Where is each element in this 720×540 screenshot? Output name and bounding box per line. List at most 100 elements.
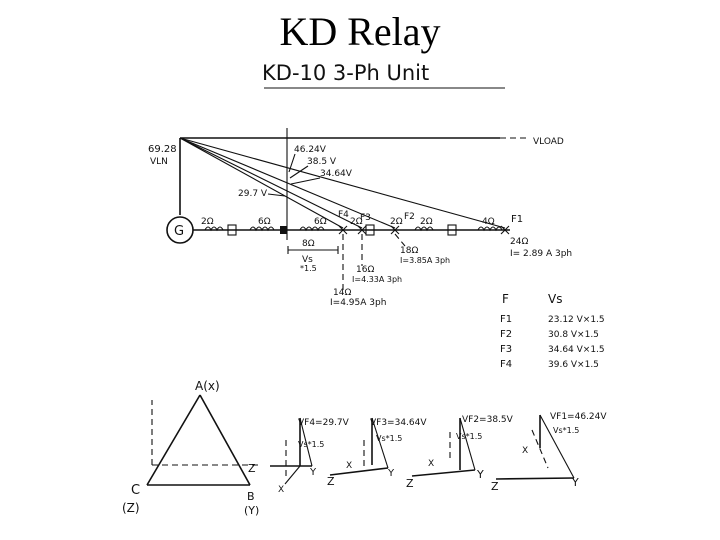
phasor-f1-to-y [539, 414, 575, 479]
imp-2a: 2Ω [201, 217, 214, 227]
level-38v: 38.5 V [307, 157, 337, 167]
phasor-ab [199, 394, 251, 486]
table-row-f2-f: F2 [500, 329, 512, 340]
fault-f2-mark [390, 225, 400, 235]
phasor-f2-vf-label: VF2=38.5V [462, 415, 514, 425]
table-row-f3-f: F3 [500, 344, 512, 355]
imp-8: 8Ω [302, 239, 315, 249]
vs-mult: *1.5 [300, 264, 317, 273]
phasor-f2-zline [411, 469, 476, 477]
phasor-f2-to-y [459, 417, 476, 471]
fault-f4-label: F4 [338, 210, 349, 220]
coil-2a [204, 226, 224, 232]
phasor-f2-y: Y [476, 468, 484, 481]
table-row-f2-vs: 30.8 V×1.5 [548, 330, 599, 340]
phasor-f4-vs-label: Vs*1.5 [298, 440, 324, 449]
table-row-f3-vs: 34.64 V×1.5 [548, 345, 605, 355]
phasor-f4-vf-label: VF4=29.7V [298, 418, 350, 428]
leader-38v [289, 165, 309, 179]
phasor-f2-x: X [428, 459, 434, 469]
drop-line-f4 [179, 137, 344, 229]
phasor-f1-vs-label: Vs*1.5 [553, 426, 579, 435]
phasor-ac [146, 394, 201, 486]
table-row-f4-f: F4 [500, 359, 512, 370]
phasor-f3-vf-label: VF3=34.64V [370, 418, 427, 428]
level-34v: 34.64V [320, 169, 353, 179]
phasor-f4-to-y [299, 417, 313, 467]
fault-f3-label: F3 [360, 213, 371, 223]
imp-2b: 2Ω [350, 217, 363, 227]
imp-4: 4Ω [482, 217, 495, 227]
phasor-f3-y: Y [387, 468, 395, 479]
table-row-f1-vs: 23.12 V×1.5 [548, 315, 605, 325]
fault-f3-mark [357, 225, 367, 235]
level-29v: 29.7 V [238, 189, 268, 199]
table-header-f: F [502, 292, 509, 306]
drop-line-f3 [179, 137, 363, 229]
phasor-b-label: B [247, 490, 255, 503]
leader-34v [290, 177, 321, 185]
phasor-f3-x: X [346, 461, 352, 471]
phasor-f3-zline [329, 467, 389, 476]
phasor-f4-z: Z [248, 462, 256, 475]
fault-f1-label: F1 [511, 214, 523, 225]
f1-impedance: 24Ω [510, 237, 528, 247]
coil-6a [249, 226, 275, 232]
f2-impedance: 18Ω [400, 246, 418, 256]
f2-leader [394, 233, 406, 247]
fault-f4-mark [338, 225, 348, 235]
load-label: VLOAD [533, 137, 564, 147]
table-row-f1-f: F1 [500, 314, 512, 325]
phasor-f1: VF1=46.24V Vs*1.5 X Y Z [491, 412, 607, 493]
phasor-b-sub: (Y) [244, 504, 259, 517]
generator-label: G [174, 224, 184, 239]
level-46v: 46.24V [294, 145, 327, 155]
source-label: VLN [150, 157, 168, 167]
table-header-vs: Vs [548, 292, 562, 306]
phasor-f1-z: Z [491, 480, 499, 493]
source-voltage: 69.28 [148, 144, 177, 155]
leader-46v [288, 153, 296, 173]
diagram-subtitle: KD-10 3-Ph Unit [262, 61, 429, 85]
table-row-f4-vs: 39.6 V×1.5 [548, 360, 599, 370]
phasor-f4-y: Y [309, 467, 317, 478]
breaker-2 [365, 224, 375, 236]
phasor-f3: VF3=34.64V Vs*1.5 X Y Z [327, 417, 427, 488]
phasor-f1-vf-label: VF1=46.24V [550, 412, 607, 422]
phasor-f4-x: X [278, 485, 284, 495]
drop-line-f1 [179, 137, 506, 229]
coil-2c [414, 226, 434, 232]
phasor-f2-z: Z [406, 477, 414, 490]
f2-current: I=3.85A 3ph [400, 256, 450, 265]
phasor-f2: VF2=38.5V Vs*1.5 X Y Z [406, 415, 514, 490]
f3-current: I=4.33A 3ph [352, 275, 402, 284]
f4-current: I=4.95A 3ph [330, 298, 386, 308]
imp-2c: 2Ω [390, 217, 403, 227]
phasor-f3-vs-label: Vs*1.5 [376, 434, 402, 443]
vs-label: Vs [302, 255, 313, 265]
vs-bracket [287, 246, 339, 254]
breaker-1 [227, 224, 237, 236]
phasor-a-label: A(x) [195, 379, 220, 393]
fault-f2-label: F2 [404, 212, 415, 222]
slide-title: KD Relay [279, 9, 441, 54]
phasor-c-label: C [131, 483, 140, 498]
phasor-f3-to-y [371, 417, 389, 469]
phasor-f1-zline [495, 477, 575, 480]
phasor-f2-vs-label: Vs*1.5 [456, 432, 482, 441]
f4-impedance: 14Ω [333, 288, 351, 298]
leader-29v [267, 193, 286, 197]
breaker-3 [447, 224, 457, 236]
coil-6b [299, 226, 325, 232]
fault-f1-mark [500, 225, 510, 235]
phasor-f3-z: Z [327, 475, 335, 488]
phasor-f1-x: X [522, 446, 528, 456]
phasor-f4-xline [284, 465, 301, 485]
imp-6a: 6Ω [258, 217, 271, 227]
imp-2d: 2Ω [420, 217, 433, 227]
coil-4 [477, 226, 503, 232]
phasor-f4: VF4=29.7V Vs*1.5 X Y Z [248, 417, 350, 495]
phasor-f1-y: Y [571, 476, 579, 489]
relay-ct [280, 226, 287, 234]
